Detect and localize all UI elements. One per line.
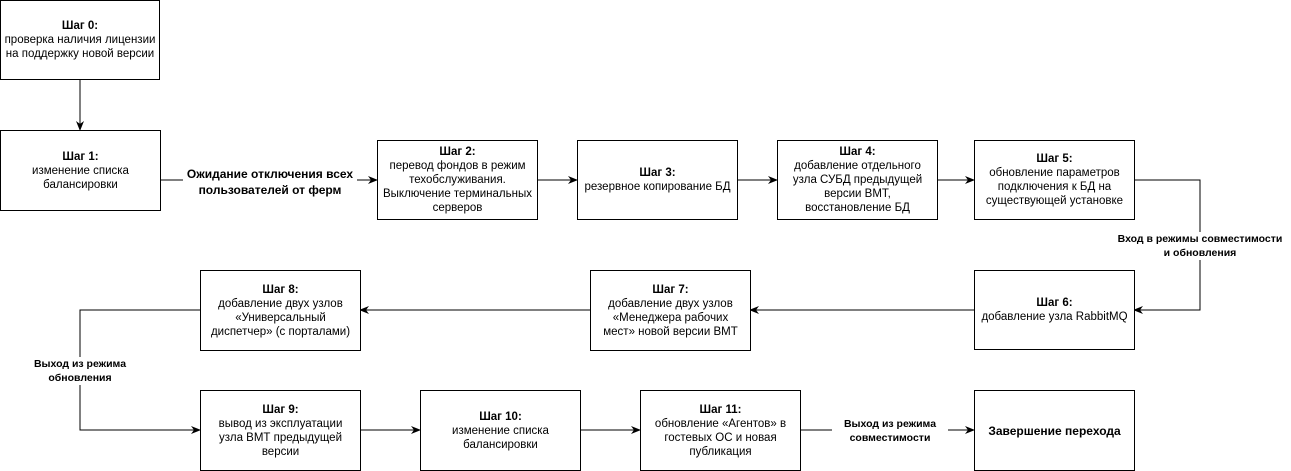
step-5-title: Шаг 5: xyxy=(1036,153,1073,165)
step-7-title: Шаг 7: xyxy=(652,283,689,296)
step-2-text: перевод фондов в режим техобслуживания. … xyxy=(382,160,532,214)
wait-label-line2: пользователей от ферм xyxy=(198,183,342,197)
wait-label: Ожидание отключения всех пользователей о… xyxy=(183,166,357,198)
compat-exit-label-line2: совместимости xyxy=(849,432,931,444)
step-6-title: Шаг 6: xyxy=(1036,297,1073,309)
step-11-title: Шаг 11: xyxy=(699,403,742,416)
step-10-box: Шаг 10: изменение списка балансировки xyxy=(420,390,581,471)
step-7-box: Шаг 7: добавление двух узлов «Менеджера … xyxy=(590,270,751,351)
step-8-title: Шаг 8: xyxy=(262,283,299,296)
compat-exit-label-line1: Выход из режима xyxy=(843,418,937,430)
final-title: Завершение перехода xyxy=(988,423,1121,438)
step-3-title: Шаг 3: xyxy=(639,167,676,179)
step-2-title: Шаг 2: xyxy=(439,146,476,158)
step-3-box: Шаг 3: резервное копирование БД xyxy=(577,140,738,220)
step-4-title: Шаг 4: xyxy=(839,146,876,158)
step-4-box: Шаг 4: добавление отдельного узла СУБД п… xyxy=(777,140,938,220)
step-9-text: вывод из эксплуатации узла ВМТ предыдуще… xyxy=(218,417,343,458)
step-4-text: добавление отдельного узла СУБД предыдущ… xyxy=(792,160,923,214)
step-11-text: обновление «Агентов» в гостевых ОС и нов… xyxy=(654,417,787,458)
step-0-box: Шаг 0: проверка наличия лицензии на подд… xyxy=(0,0,160,80)
update-exit-label-line2: обновления xyxy=(48,372,112,384)
step-10-title: Шаг 10: xyxy=(479,410,522,423)
compat-enter-label-line1: Вход в режимы совместимости xyxy=(1117,233,1283,245)
step-5-box: Шаг 5: обновление параметров подключения… xyxy=(974,140,1135,220)
step-6-text: добавление узла RabbitMQ xyxy=(981,311,1128,323)
step-7-text: добавление двух узлов «Менеджера рабочих… xyxy=(603,297,738,338)
compat-enter-label: Вход в режимы совместимости и обновления xyxy=(1110,232,1290,260)
update-exit-label-line1: Выход из режима xyxy=(33,358,127,370)
step-10-text: изменение списка балансировки xyxy=(452,424,549,451)
step-8-box: Шаг 8: добавление двух узлов «Универсаль… xyxy=(200,270,361,351)
step-2-box: Шаг 2: перевод фондов в режим техобслужи… xyxy=(377,140,538,220)
step-3-text: резервное копирование БД xyxy=(584,181,731,193)
step-9-box: Шаг 9: вывод из эксплуатации узла ВМТ пр… xyxy=(200,390,361,471)
step-0-title: Шаг 0: xyxy=(61,20,99,32)
step-11-box: Шаг 11: обновление «Агентов» в гостевых … xyxy=(640,390,801,471)
step-1-text: изменение списка балансировки xyxy=(32,164,129,191)
final-box: Завершение перехода xyxy=(974,390,1135,471)
step-6-box: Шаг 6: добавление узла RabbitMQ xyxy=(974,270,1135,350)
step-1-title: Шаг 1: xyxy=(62,150,99,163)
compat-exit-label: Выход из режима совместимости xyxy=(832,417,948,445)
step-0-text: проверка наличия лицензии на поддержку н… xyxy=(4,34,156,60)
compat-enter-label-line2: и обновления xyxy=(1163,247,1237,259)
wait-label-line1: Ожидание отключения всех xyxy=(186,167,354,181)
step-5-text: обновление параметров подключения к БД н… xyxy=(985,167,1124,207)
step-9-title: Шаг 9: xyxy=(262,403,299,416)
update-exit-label: Выход из режима обновления xyxy=(20,357,140,385)
step-8-text: добавление двух узлов «Универсальный дис… xyxy=(210,297,351,338)
step-1-box: Шаг 1: изменение списка балансировки xyxy=(0,130,161,211)
